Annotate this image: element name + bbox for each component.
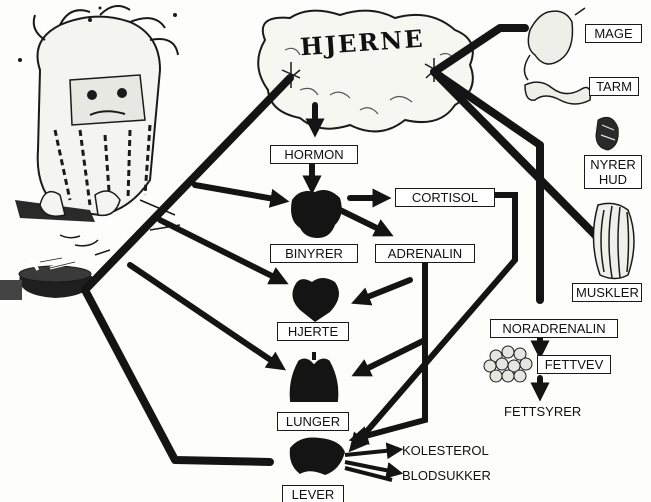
label-hormon: HORMON (270, 145, 358, 164)
label-tarm: TARM (589, 77, 639, 96)
label-nyrer-hud: NYRER HUD (584, 155, 642, 189)
stomach-icon (524, 8, 585, 80)
label-muskler: MUSKLER (572, 283, 642, 302)
label-lever: LEVER (282, 485, 344, 502)
label-blodsukker: BLODSUKKER (402, 468, 491, 483)
label-hjerte: HJERTE (277, 322, 349, 341)
label-binyrer: BINYRER (270, 244, 358, 263)
liver-icon (290, 437, 345, 475)
fat-tissue-icon (484, 346, 532, 382)
label-lunger: LUNGER (277, 412, 349, 431)
label-fettsyrer: FETTSYRER (504, 404, 581, 419)
label-adrenalin: ADRENALIN (375, 244, 475, 263)
heart-icon (292, 278, 339, 322)
label-cortisol: CORTISOL (395, 188, 495, 207)
label-fettvev: FETTVEV (537, 355, 611, 374)
kidney-skin-icon (596, 117, 618, 150)
lever-output-arrows (345, 450, 395, 480)
intestine-icon (525, 82, 590, 104)
ashtray-illustration (0, 235, 110, 300)
stressed-person-illustration (15, 6, 180, 230)
lungs-icon (292, 352, 337, 400)
adrenal-gland-icon (291, 190, 342, 238)
label-kolesterol: KOLESTEROL (402, 443, 489, 458)
label-noradrenalin: NORADRENALIN (490, 319, 618, 338)
muscle-icon (593, 203, 634, 278)
label-mage: MAGE (585, 24, 642, 43)
